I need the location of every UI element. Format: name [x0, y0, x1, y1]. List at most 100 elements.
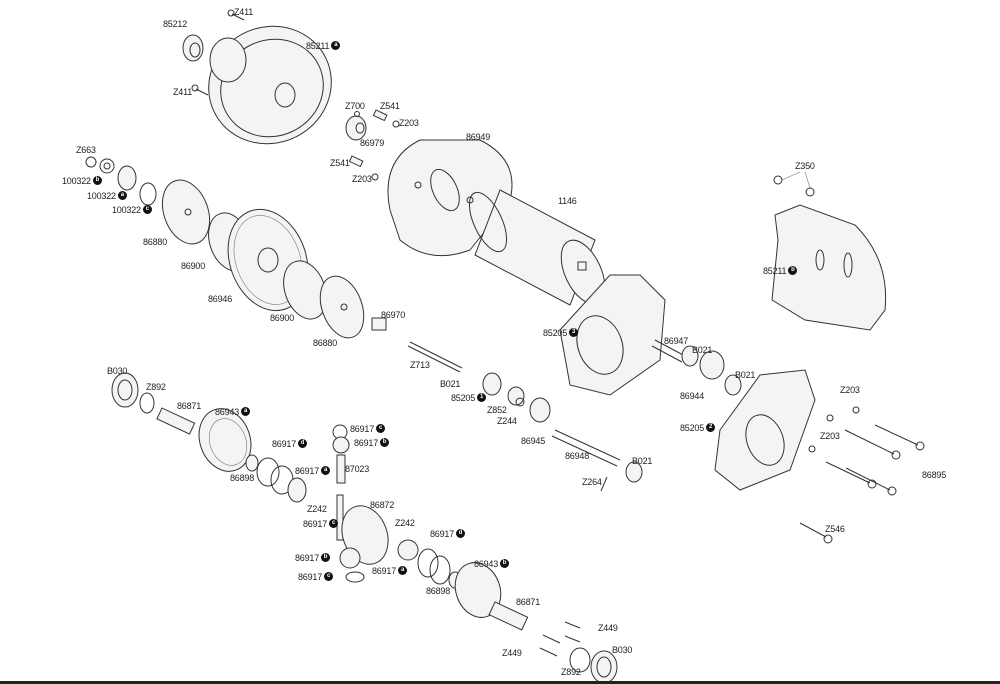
part-label: 86900: [270, 313, 295, 323]
variant-badge: c: [324, 572, 334, 581]
part-label: 86947: [664, 336, 689, 346]
variant-badge: b: [92, 176, 102, 185]
part-label: Z411: [173, 87, 193, 97]
part-label: Z700: [345, 101, 365, 111]
pinion-86979: [345, 111, 367, 141]
part-label: 86944: [680, 391, 705, 401]
part-label: Z350: [795, 161, 815, 171]
gear-cover: [208, 25, 332, 145]
part-label: 86898: [230, 473, 255, 483]
part-label: 86948: [565, 451, 590, 461]
part-label: Z203: [399, 118, 419, 128]
part-label: 85212: [163, 19, 188, 29]
part-label: B021: [735, 370, 756, 380]
part-label: 86880: [313, 338, 338, 348]
part-label: B021: [692, 345, 713, 355]
variant-badge: a: [241, 407, 251, 416]
part-label: 86900: [181, 261, 206, 271]
part-label: Z852: [487, 405, 507, 415]
gearbox-85205: [559, 274, 816, 491]
part-label: 86871: [516, 597, 541, 607]
variant-badge: 3: [569, 328, 579, 337]
variant-badge: a: [331, 41, 341, 50]
variant-badge: a: [117, 191, 127, 200]
part-label: Z411: [234, 7, 254, 17]
part-label: Z892: [561, 667, 581, 677]
part-label: 86871: [177, 401, 202, 411]
variant-badge: a: [398, 566, 408, 575]
part-label: 86880: [143, 237, 168, 247]
part-label: Z449: [502, 648, 522, 658]
guard-85211b: [771, 171, 887, 331]
part-label: Z541: [380, 101, 400, 111]
variant-badge: b: [788, 266, 798, 275]
part-label: 86970: [381, 310, 406, 320]
variant-badge: 1: [477, 393, 487, 402]
part-label: 86946: [208, 294, 233, 304]
part-label: 87023: [345, 464, 370, 474]
part-label: Z449: [598, 623, 618, 633]
part-label: 86872: [370, 500, 395, 510]
variant-badge: c: [376, 424, 386, 433]
variant-badge: b: [321, 553, 331, 562]
part-label: Z546: [825, 524, 845, 534]
clutch-parts: [85, 156, 387, 339]
motor-plate-86949: [387, 139, 513, 257]
part-label: Z663: [76, 145, 96, 155]
part-label: Z242: [307, 504, 327, 514]
shafts-bearings: [407, 339, 742, 492]
bottom-border: [0, 681, 1000, 684]
bushing-85212: [182, 34, 204, 62]
variant-badge: d: [456, 529, 466, 538]
part-label: B030: [612, 645, 633, 655]
part-label: Z541: [330, 158, 350, 168]
part-label: Z203: [840, 385, 860, 395]
variant-badge: b: [380, 438, 390, 447]
part-label: 86898: [426, 586, 451, 596]
part-label: 1146: [558, 196, 577, 206]
part-label: 86949: [466, 132, 491, 142]
variant-badge: a: [321, 466, 331, 475]
screws-z411: [191, 9, 245, 96]
part-label: B021: [440, 379, 461, 389]
part-label: Z892: [146, 382, 166, 392]
part-label: Z203: [352, 174, 372, 184]
variant-badge: 2: [706, 423, 716, 432]
part-label: B030: [107, 366, 128, 376]
variant-badge: b: [500, 559, 510, 568]
part-label: Z264: [582, 477, 602, 487]
part-label: 86895: [922, 470, 947, 480]
part-label: Z242: [395, 518, 415, 528]
differential-parts: [111, 372, 618, 684]
part-label: 86979: [360, 138, 385, 148]
part-label: B021: [632, 456, 653, 466]
part-label: Z713: [410, 360, 430, 370]
part-label: 86945: [521, 436, 546, 446]
screws-86895: [799, 406, 925, 544]
motor-1146: [468, 189, 606, 306]
screws-z541: [348, 109, 400, 181]
variant-badge: c: [142, 205, 152, 214]
part-label: Z244: [497, 416, 517, 426]
variant-badge: d: [298, 439, 308, 448]
